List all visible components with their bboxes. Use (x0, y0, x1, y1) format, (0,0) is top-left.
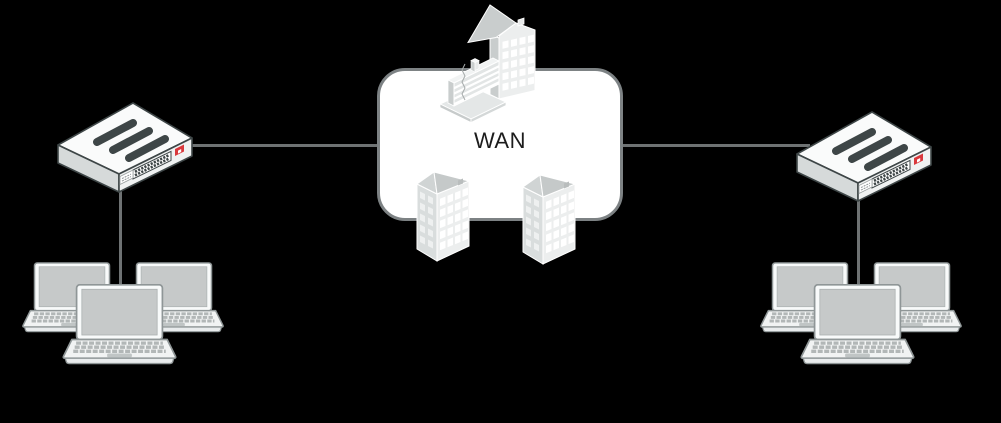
link-right-switch-clients (857, 200, 860, 289)
left-network-switch-icon (53, 98, 195, 200)
left-laptop-group (22, 258, 224, 368)
link-left-switch-wan (190, 144, 378, 147)
link-left-switch-clients (119, 189, 122, 289)
right-laptop-group (760, 258, 962, 368)
right-network-switch-icon (792, 107, 934, 209)
wan-zone-label: WAN (473, 128, 526, 153)
link-wan-right-switch (621, 144, 810, 147)
laptop-icon (62, 284, 177, 366)
office-building-icon (438, 3, 537, 124)
tower-building-icon (416, 171, 470, 262)
laptop-icon (800, 284, 915, 366)
tower-building-icon (522, 174, 576, 265)
